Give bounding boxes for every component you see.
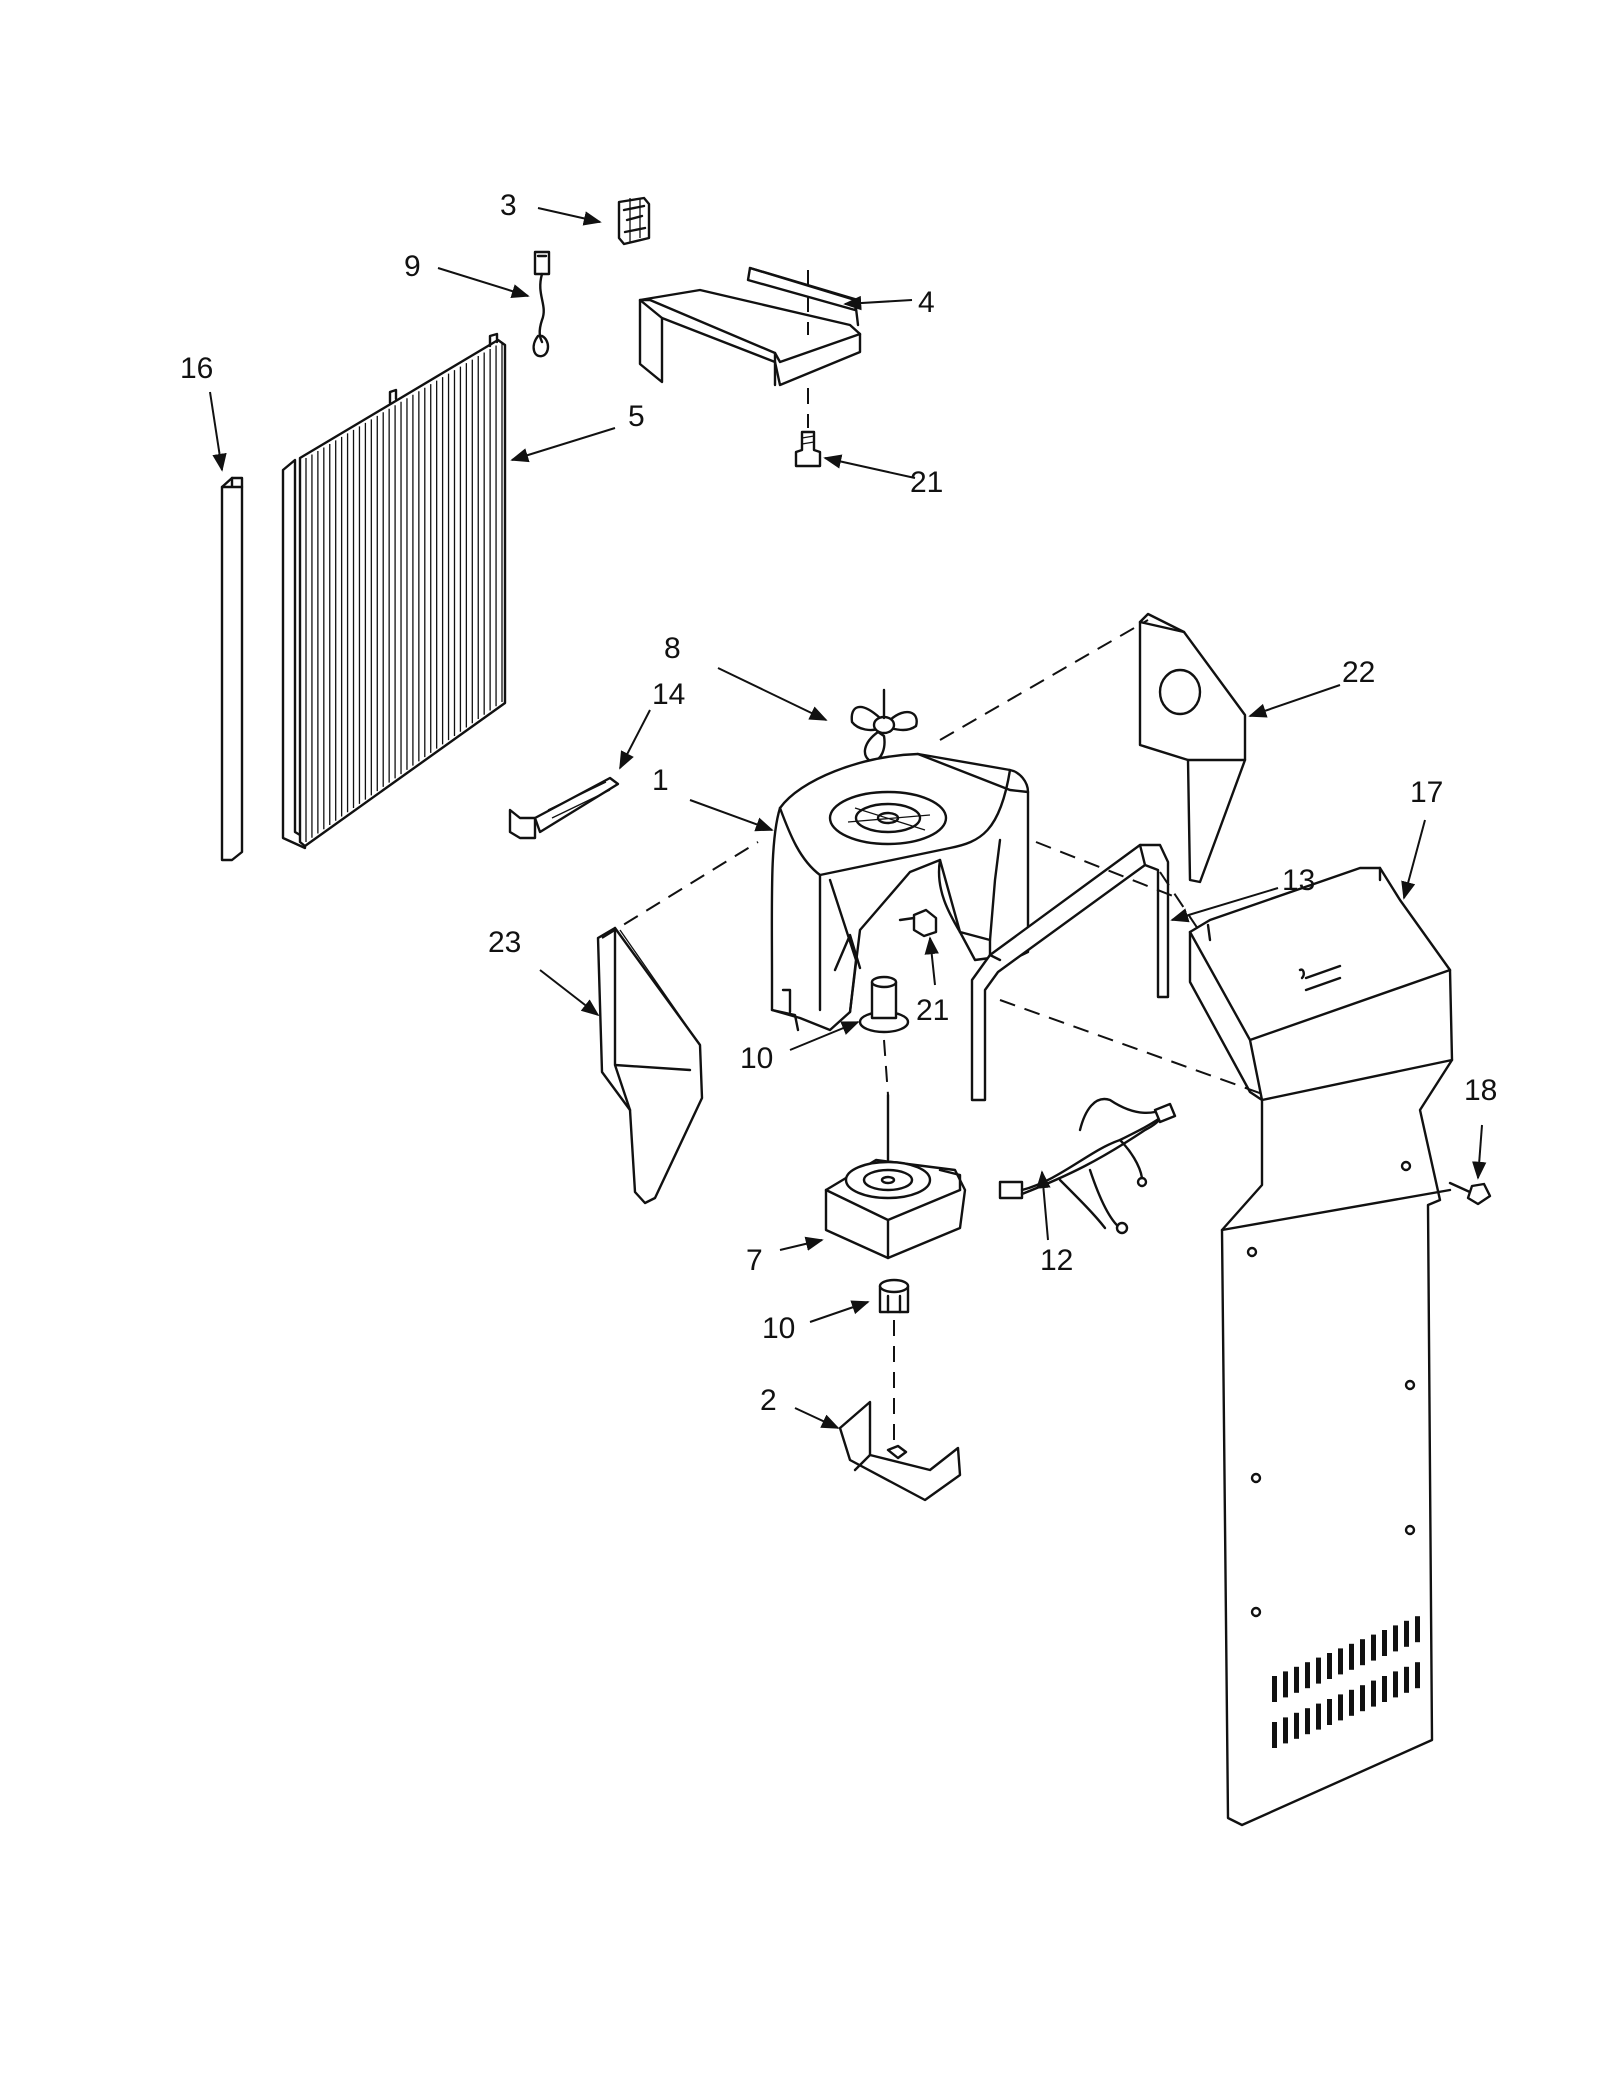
vent-slot bbox=[1283, 1717, 1288, 1744]
part-17-rear-panel bbox=[1188, 866, 1454, 1827]
label-8: 8 bbox=[664, 632, 681, 665]
vent-slot bbox=[1316, 1703, 1321, 1730]
vent-slot bbox=[1404, 1620, 1409, 1647]
vent-slot bbox=[1404, 1666, 1409, 1693]
label-3: 3 bbox=[500, 189, 517, 222]
vent-slot bbox=[1294, 1712, 1299, 1739]
part-13-channel bbox=[970, 843, 1170, 1102]
label-21b: 21 bbox=[916, 994, 949, 1027]
part-3-clip bbox=[617, 196, 651, 246]
label-14: 14 bbox=[652, 678, 685, 711]
vent-slot bbox=[1294, 1666, 1299, 1693]
vent-slot bbox=[1382, 1676, 1387, 1702]
vent-slot bbox=[1382, 1630, 1387, 1656]
leader-arrows bbox=[209, 207, 1487, 1429]
part-5-coil-panel bbox=[281, 332, 507, 850]
vent-slot bbox=[1371, 1634, 1376, 1661]
vent-slot bbox=[1360, 1685, 1365, 1712]
part-9-sensor bbox=[532, 250, 551, 358]
label-17: 17 bbox=[1410, 776, 1443, 809]
vent-slot bbox=[1338, 1694, 1343, 1721]
motor-axis-line bbox=[883, 1039, 889, 1096]
vent-slot bbox=[1415, 1616, 1420, 1643]
alignment-lines bbox=[601, 619, 1269, 1097]
label-16: 16 bbox=[180, 352, 213, 385]
vent-slot bbox=[1283, 1671, 1288, 1698]
label-23: 23 bbox=[488, 926, 521, 959]
label-10b: 10 bbox=[762, 1312, 795, 1345]
part-labels: 3 9 4 5 21 16 8 14 1 22 17 13 23 21 10 1… bbox=[180, 189, 1497, 1417]
label-13: 13 bbox=[1282, 864, 1315, 897]
coil-fins bbox=[305, 342, 503, 842]
vent-slot bbox=[1338, 1648, 1343, 1675]
vent-slot bbox=[1327, 1699, 1332, 1725]
vent-slot bbox=[1415, 1662, 1420, 1689]
label-2: 2 bbox=[760, 1384, 777, 1417]
vent-slot bbox=[1272, 1722, 1277, 1748]
vent-slot bbox=[1272, 1676, 1277, 1702]
label-1: 1 bbox=[652, 764, 669, 797]
label-10a: 10 bbox=[740, 1042, 773, 1075]
part-2-bracket bbox=[838, 1400, 962, 1502]
vent-slot bbox=[1393, 1671, 1398, 1698]
vent-slot bbox=[1371, 1680, 1376, 1707]
vent-slot bbox=[1316, 1657, 1321, 1684]
part-23-baffle bbox=[596, 926, 704, 1205]
label-18: 18 bbox=[1464, 1074, 1497, 1107]
label-5: 5 bbox=[628, 400, 645, 433]
part-4-duct bbox=[638, 266, 862, 428]
part-22-baffle bbox=[1138, 612, 1247, 884]
vent-slot bbox=[1305, 1708, 1310, 1735]
vent-slot bbox=[1349, 1689, 1354, 1716]
label-12: 12 bbox=[1040, 1244, 1073, 1277]
vent-slots bbox=[1272, 1616, 1420, 1748]
part-12-wire-harness bbox=[998, 1097, 1177, 1235]
vent-slot bbox=[1327, 1653, 1332, 1679]
vent-slot bbox=[1305, 1662, 1310, 1689]
part-8-fan-blade bbox=[850, 688, 918, 764]
vent-slot bbox=[1349, 1643, 1354, 1670]
part-16-strip bbox=[220, 476, 244, 862]
label-22: 22 bbox=[1342, 656, 1375, 689]
label-4: 4 bbox=[918, 286, 935, 319]
part-21-screw-upper bbox=[794, 430, 822, 468]
part-21-screw-lower bbox=[898, 908, 938, 938]
label-9: 9 bbox=[404, 250, 421, 283]
part-7-fan-motor bbox=[824, 1093, 967, 1260]
part-1-fan-shroud bbox=[770, 752, 1030, 1032]
vent-slot bbox=[1393, 1625, 1398, 1652]
part-18-screw bbox=[1448, 1181, 1492, 1206]
label-7: 7 bbox=[746, 1244, 763, 1277]
label-21a: 21 bbox=[910, 466, 943, 499]
vent-slot bbox=[1360, 1639, 1365, 1666]
part-14-heater bbox=[508, 776, 620, 840]
part-10-grommet-upper bbox=[858, 975, 910, 1034]
part-10-grommet-lower bbox=[878, 1278, 910, 1314]
